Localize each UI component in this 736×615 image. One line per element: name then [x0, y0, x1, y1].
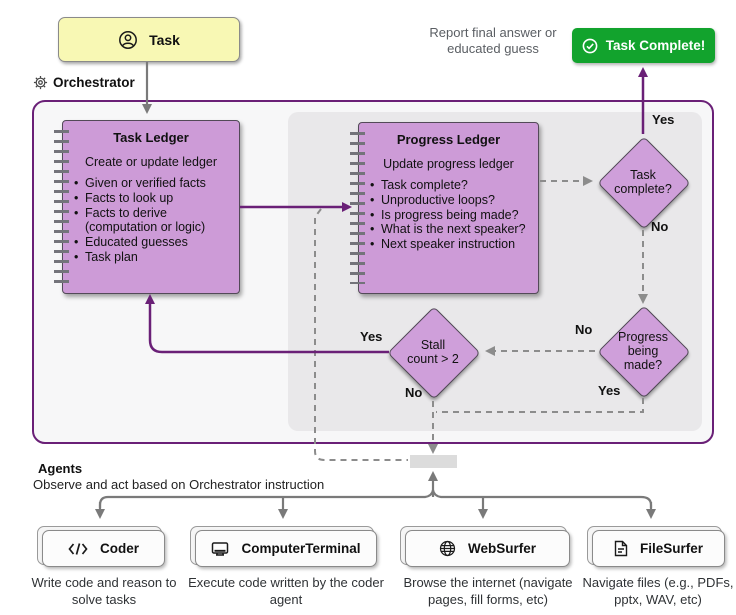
line-agent-fan: [98, 489, 653, 508]
agent-node-coder: Coder: [37, 526, 165, 567]
agent-node-computerterminal: ComputerTerminal: [190, 526, 377, 567]
agent-name: Coder: [99, 541, 139, 556]
list-item: Is progress being made?: [369, 208, 534, 223]
task-complete-badge-label: Task Complete!: [605, 38, 706, 53]
agent-description-coder: Write code and reason to solve tasks: [31, 575, 177, 607]
report-final-answer-text: Report final answer or educated guess: [429, 25, 557, 57]
agent-name: ComputerTerminal: [241, 541, 361, 556]
agent-node-websurfer: WebSurfer: [400, 526, 570, 567]
globe-icon: [439, 540, 456, 557]
check-circle-icon: [582, 38, 598, 54]
list-item: Educated guesses: [73, 235, 235, 250]
spiral-binding-icon: [350, 132, 365, 284]
task-ledger-subtitle: Create or update ledger: [84, 155, 218, 169]
list-item: What is the next speaker?: [369, 222, 534, 237]
agents-heading: Agents: [38, 461, 83, 476]
agent-name: WebSurfer: [467, 541, 536, 556]
stall-count-decision-label: Stall count > 2: [407, 338, 459, 366]
edge-label-no: No: [575, 322, 593, 337]
agent-connector-hub: [410, 455, 457, 468]
task-complete-decision-label: Task complete?: [614, 168, 672, 196]
progress-ledger-subtitle: Update progress ledger: [383, 157, 514, 171]
list-item: Task complete?: [369, 178, 534, 193]
person-icon: [118, 30, 138, 50]
list-item: Unproductive loops?: [369, 193, 534, 208]
file-icon: [614, 540, 628, 557]
list-item: Facts to derive (computation or logic): [73, 206, 235, 236]
task-ledger-list: Given or verified facts Facts to look up…: [63, 176, 239, 265]
edge-label-yes: Yes: [598, 383, 621, 398]
code-icon: [68, 542, 88, 556]
list-item: Task plan: [73, 250, 235, 265]
task-node-label: Task: [149, 31, 180, 48]
agent-description-websurfer: Browse the internet (navigate pages, fil…: [403, 575, 573, 607]
orchestrator-header: Orchestrator: [33, 75, 135, 90]
agent-description-filesurfer: Navigate files (e.g., PDFs, pptx, WAV, e…: [582, 575, 734, 607]
progress-ledger-list: Task complete? Unproductive loops? Is pr…: [359, 178, 538, 252]
list-item: Facts to look up: [73, 191, 235, 206]
list-item: Next speaker instruction: [369, 237, 534, 252]
progress-ledger-title: Progress Ledger: [396, 132, 501, 147]
terminal-icon: [211, 541, 229, 557]
gear-icon: [33, 75, 48, 90]
edge-label-no: No: [651, 219, 669, 234]
agents-subheading: Observe and act based on Orchestrator in…: [33, 477, 325, 492]
list-item: Given or verified facts: [73, 176, 235, 191]
spiral-binding-icon: [54, 130, 69, 284]
task-complete-badge: Task Complete!: [572, 28, 715, 63]
task-ledger-node: Task Ledger Create or update ledger Give…: [54, 120, 240, 294]
task-node: Task: [58, 17, 240, 62]
agent-name: FileSurfer: [639, 541, 704, 556]
progress-decision-label: Progress being made?: [617, 330, 669, 372]
orchestrator-label: Orchestrator: [53, 75, 135, 90]
edge-label-yes: Yes: [360, 329, 383, 344]
edge-label-no: No: [405, 385, 423, 400]
task-ledger-title: Task Ledger: [113, 130, 189, 145]
agent-description-computerterminal: Execute code written by the coder agent: [188, 575, 384, 607]
progress-ledger-node: Progress Ledger Update progress ledger T…: [350, 122, 539, 294]
agent-node-filesurfer: FileSurfer: [587, 526, 725, 567]
edge-label-yes: Yes: [652, 112, 675, 127]
